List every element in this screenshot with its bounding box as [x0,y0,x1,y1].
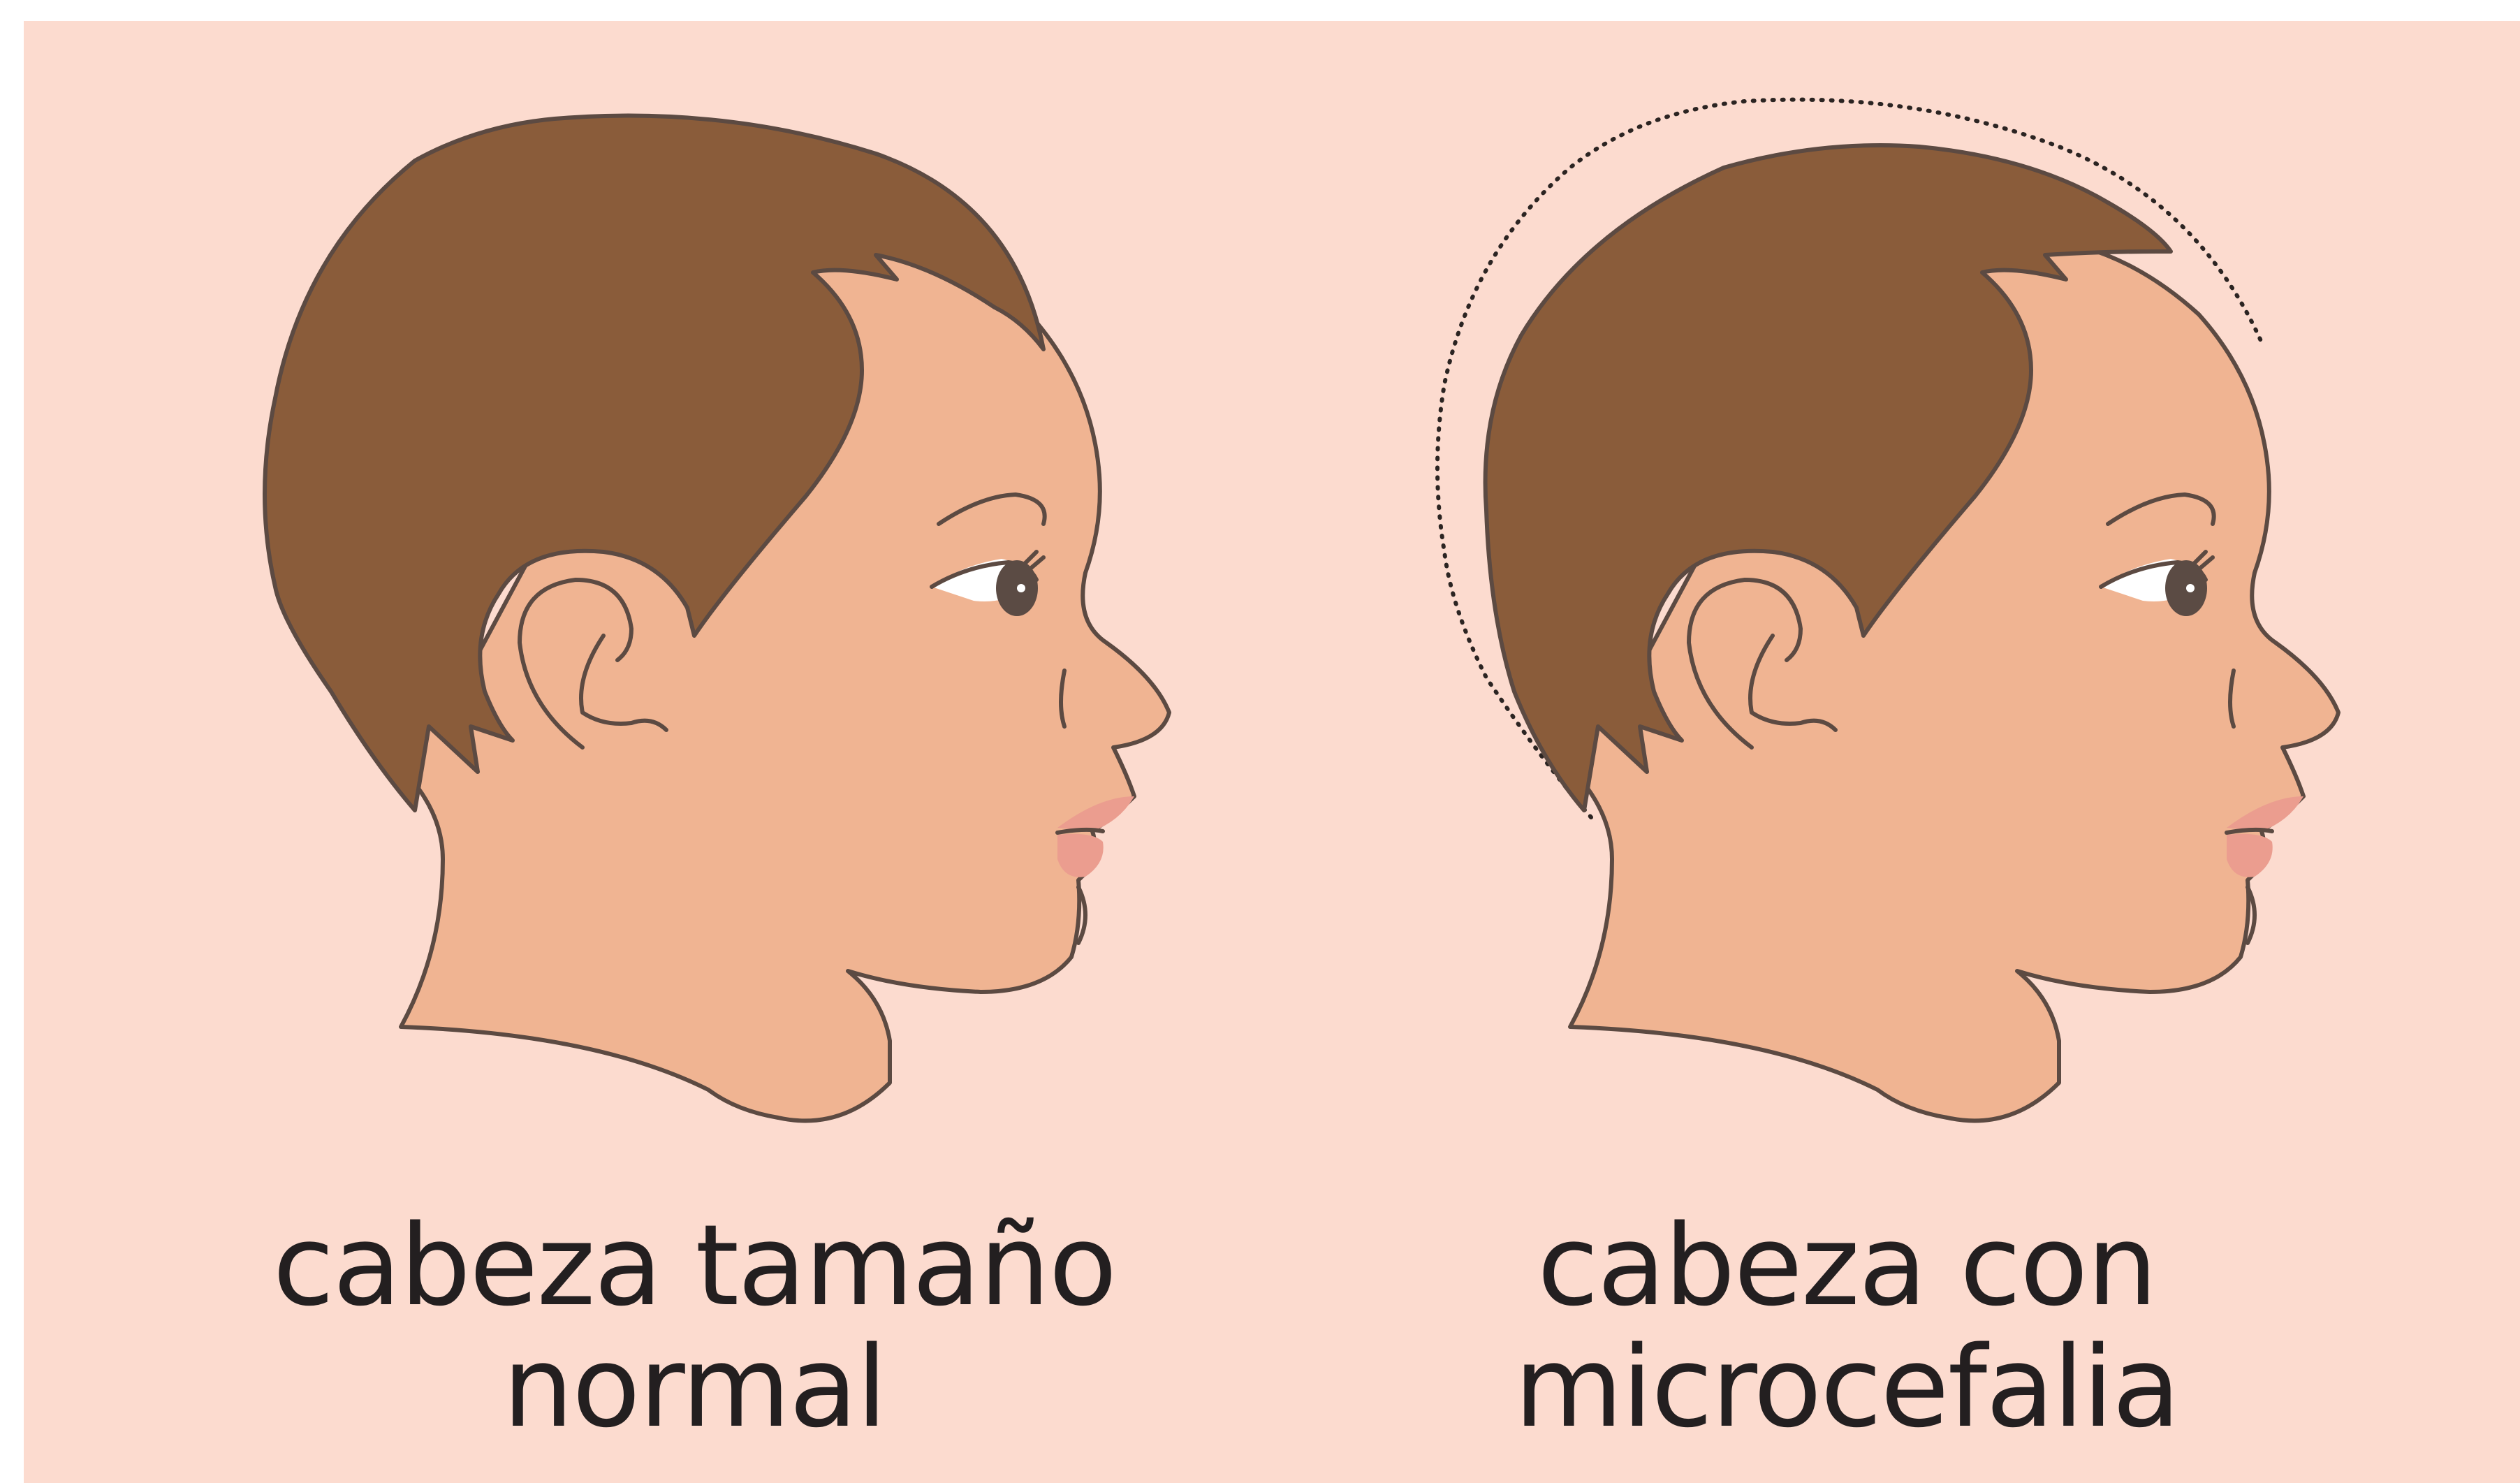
microcephaly-caption: cabeza con microcefalia [1393,1205,2301,1448]
microcephaly-caption-line-2: microcefalia [1393,1327,2301,1448]
normal-head-figure [24,21,1281,1167]
microcephaly-caption-line-1: cabeza con [1393,1205,2301,1327]
normal-lower-lip [1057,834,1104,877]
microcephaly-lower-lip [2227,834,2273,877]
illustration-panel: cabeza tamaño normal cabeza con microcef… [24,21,2520,1483]
normal-caption-line-2: normal [240,1327,1148,1448]
normal-head-caption: cabeza tamaño normal [240,1205,1148,1448]
microcephaly-head-figure [1193,21,2450,1167]
normal-caption-line-1: cabeza tamaño [240,1205,1148,1327]
normal-pupil-highlight [1017,584,1025,592]
microcephaly-pupil-highlight [2186,584,2195,592]
